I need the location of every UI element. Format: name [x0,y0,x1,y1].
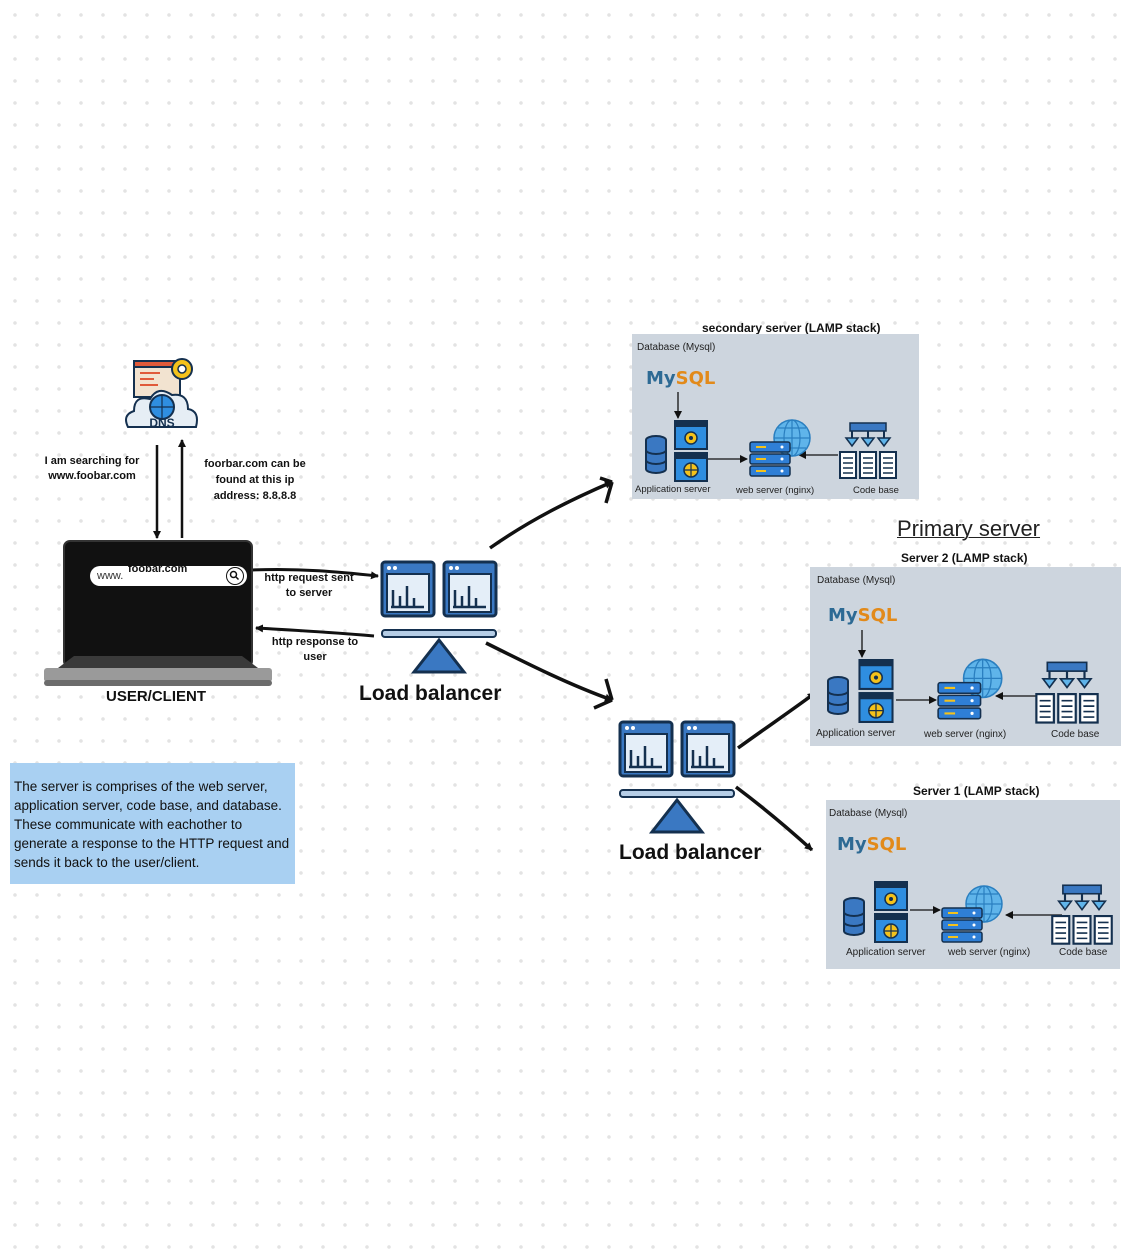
http-request-label: http request sent to server [264,572,354,599]
server2-title: Server 2 (LAMP stack) [901,551,1028,565]
server1-web-label: web server (nginx) [948,947,1031,958]
application-server-icon [858,659,894,723]
secondary-code-label: Code base [853,485,899,496]
url-bar[interactable] [90,566,247,586]
explanation-note: The server is comprises of the web serve… [10,763,295,884]
server2-internal-arrows [858,630,1036,704]
http-response-label: http response to user [271,636,359,663]
server1-title: Server 1 (LAMP stack) [913,784,1040,798]
server2-database-label: Database (Mysql) [817,575,896,586]
server2-app-label: Application server [816,728,896,739]
load-balancer-label: Load balancer [359,682,502,705]
server2-code-label: Code base [1051,729,1100,740]
database-icon [842,896,866,938]
primary-server-heading: Primary server [897,516,1041,541]
server1-panel: Database (Mysql) MySQL Application serve… [826,800,1120,969]
secondary-web-label: web server (nginx) [736,485,815,496]
code-base-icon [1032,661,1102,725]
code-base-icon [1048,884,1116,946]
dns-response-label: foorbar.com can be found at this ip addr… [204,458,306,502]
mysql-logo: MySQL [646,368,716,389]
mysql-logo: MySQL [828,605,898,626]
client-label: USER/CLIENT [105,688,206,705]
mysql-logo: MySQL [837,834,907,855]
dns-icon: DNS [120,355,202,437]
secondary-server-panel: Database (Mysql) MySQL Application serve… [632,334,919,499]
web-server-icon [940,882,1006,946]
server1-database-label: Database (Mysql) [829,808,908,819]
secondary-database-label: Database (Mysql) [637,342,716,353]
svg-text:DNS: DNS [149,416,174,430]
web-server-icon [748,418,814,478]
database-icon [826,675,850,717]
code-base-icon [836,422,900,480]
url-domain: foobar.com [128,563,188,575]
secondary-internal-arrows [674,392,838,463]
application-server-icon [874,880,908,944]
web-server-icon [936,657,1006,721]
server1-code-label: Code base [1059,947,1108,958]
secondary-app-label: Application server [635,484,711,495]
load-balancer-2-label: Load balancer [619,841,762,864]
server2-web-label: web server (nginx) [924,729,1007,740]
database-icon [644,434,668,476]
load-balancer-icon [380,560,500,675]
load-balancer-2-icon [618,720,738,835]
dns-query-label: I am searching for www.foobar.com [44,455,140,482]
server1-app-label: Application server [846,947,926,958]
secondary-server-title: secondary server (LAMP stack) [702,321,881,335]
search-icon[interactable] [226,567,244,585]
url-prefix: www. [97,570,124,582]
application-server-icon [674,420,708,482]
server2-panel: Database (Mysql) MySQL Application serve… [810,567,1121,746]
